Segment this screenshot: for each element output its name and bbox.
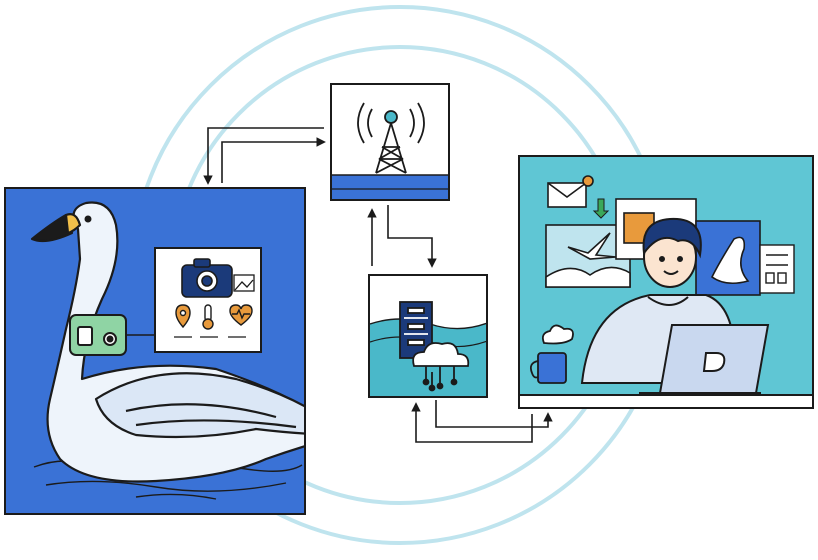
swan-scene <box>30 201 304 500</box>
radio-tower-icon <box>357 102 425 174</box>
heart-rate-icon <box>229 304 253 326</box>
camera-icon <box>181 258 233 298</box>
sensor-data-card <box>154 247 262 353</box>
swan-photo-right <box>695 220 761 296</box>
radio-tower-panel <box>330 83 450 201</box>
coffee-mug <box>529 324 574 384</box>
swan-panel <box>4 187 306 515</box>
sensor-collar <box>69 314 127 356</box>
water-band <box>332 175 448 199</box>
document-icon <box>759 244 795 294</box>
arrow-swan-to-tower <box>221 137 326 183</box>
arrow-laptop-to-server <box>411 402 533 443</box>
researcher-panel <box>518 155 814 409</box>
arrow-server-to-laptop <box>435 400 553 428</box>
email-icon <box>547 175 594 208</box>
laptop-logo-icon <box>702 352 726 372</box>
swan-photo-left <box>545 224 631 288</box>
location-pin-icon <box>175 304 191 329</box>
download-arrow-icon <box>592 198 610 219</box>
thermometer-icon <box>202 304 214 330</box>
cloud-icon <box>412 342 470 392</box>
arrow-tower-to-server <box>387 205 437 268</box>
swan-illustration <box>30 201 304 483</box>
cloud-server-panel <box>368 274 488 398</box>
arrow-tower-to-swan <box>203 127 324 185</box>
photo-icon <box>233 274 255 292</box>
